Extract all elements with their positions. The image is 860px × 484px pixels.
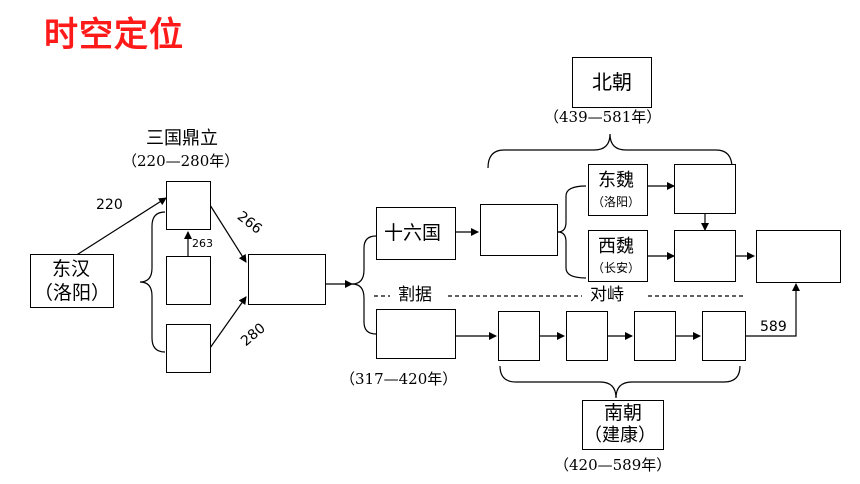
northern-dynasties-label: 北朝 (592, 70, 632, 94)
split-lower (351, 283, 377, 335)
western-jin-box (248, 254, 326, 305)
northern-brace (487, 133, 733, 169)
chen-box (702, 311, 746, 361)
northern-dynasties-box (572, 57, 652, 108)
western-wei-place: （长安） (592, 261, 641, 275)
three-kingdoms-label: 三国鼎立 (146, 128, 218, 149)
eastern-jin-box (376, 309, 456, 359)
arrow-266 (209, 204, 247, 263)
arrow-280 (209, 296, 247, 349)
sixteen-kingdoms-box (376, 207, 456, 260)
three-kingdoms-brace (139, 211, 166, 353)
qi-box (566, 311, 608, 361)
split-upper (351, 235, 377, 285)
liang-box (634, 311, 676, 361)
wu-box (166, 324, 211, 373)
northern-zhou-box (674, 230, 736, 282)
split-east (557, 185, 587, 233)
divide-right: 对峙 (590, 285, 624, 305)
northern-wei-box (480, 204, 558, 256)
year-589: 589 (760, 319, 787, 335)
han-box (30, 254, 114, 308)
song-box (498, 311, 540, 361)
southern-dynasties-place: （建康） (584, 425, 656, 446)
northern-qi-box (674, 164, 736, 214)
sui-box (756, 230, 841, 283)
eastern-wei-box (588, 164, 648, 216)
southern-dynasties-box (582, 400, 664, 450)
sixteen-kingdoms-label: 十六国 (384, 222, 442, 244)
wei-box (166, 181, 211, 230)
han-name: 东汉 (52, 258, 91, 280)
page-title: 时空定位 (44, 15, 184, 55)
shu-box (166, 256, 211, 305)
eastern-wei-place: （洛阳） (592, 195, 641, 209)
southern-brace (499, 365, 741, 399)
year-263: 263 (192, 237, 213, 250)
arrow-han-to-wei (74, 197, 167, 257)
southern-dynasties-period: （420—589年） (554, 456, 672, 474)
eastern-jin-period: （317—420年） (340, 370, 458, 388)
northern-dynasties-period: （439—581年） (544, 108, 662, 126)
three-kingdoms-period: （220—280年） (122, 152, 240, 170)
western-wei-name: 西魏 (598, 236, 634, 257)
southern-dynasties-label: 南朝 (604, 402, 643, 424)
divide-left: 割据 (398, 285, 432, 305)
split-west (557, 231, 587, 279)
eastern-wei-name: 东魏 (598, 170, 634, 191)
han-place: （洛阳） (34, 282, 111, 304)
western-wei-box (588, 230, 648, 282)
arrow-589 (746, 283, 800, 337)
year-220: 220 (96, 197, 123, 213)
